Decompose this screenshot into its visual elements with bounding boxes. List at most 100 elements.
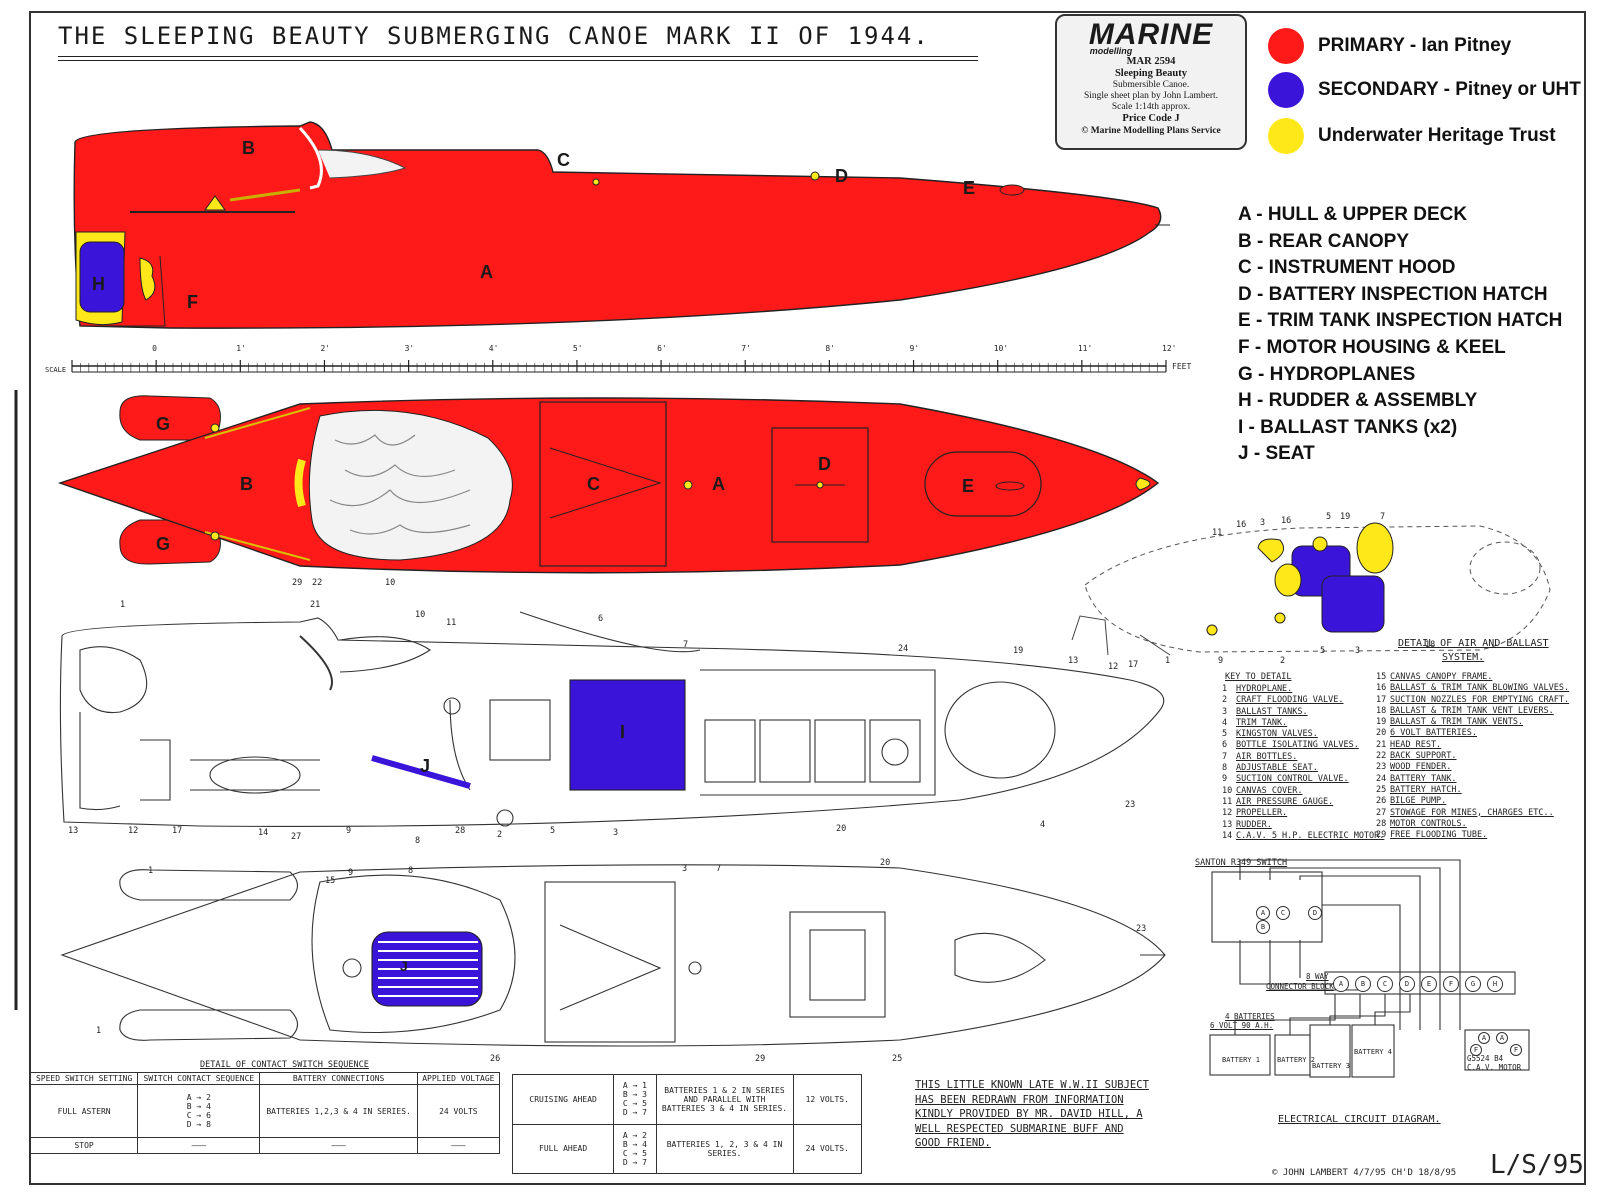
callout: 12 xyxy=(1108,662,1119,672)
scale-tick-label: 4' xyxy=(488,344,499,353)
battery-tank xyxy=(700,669,936,796)
callout: 25 xyxy=(892,1054,903,1064)
title-underline xyxy=(58,60,978,61)
callout: 11 xyxy=(1212,528,1223,538)
battery-1 xyxy=(1209,1034,1271,1076)
letter-b: B xyxy=(240,474,253,494)
scale-tick-label: 6' xyxy=(657,344,667,353)
callout: 7 xyxy=(716,864,722,874)
canvas-cover xyxy=(339,636,431,673)
circuit-wires xyxy=(1234,859,1461,1035)
callout: 12 xyxy=(128,826,139,836)
part-item: G - HYDROPLANES xyxy=(1238,363,1416,385)
circuit-terminal: D xyxy=(1308,906,1322,920)
ballast-tank-detail xyxy=(1321,575,1385,633)
circuit-terminal: H xyxy=(1487,976,1503,992)
legend-dot xyxy=(1268,28,1304,64)
circuit-terminal: C xyxy=(1276,906,1290,920)
parts-list: A - HULL & UPPER DECK B - REAR CANOPY C … xyxy=(1238,202,1562,468)
legend-secondary: SECONDARY - Pitney or UHT xyxy=(1268,70,1581,110)
plan-author: Single sheet plan by John Lambert. xyxy=(1083,91,1219,101)
callout: 17 xyxy=(172,826,183,836)
circuit-terminal: A xyxy=(1496,1032,1508,1044)
hull-phantom xyxy=(1084,525,1551,653)
switch-box xyxy=(1211,871,1323,943)
sheet-code: L/S/95 xyxy=(1490,1150,1584,1180)
vent-lever xyxy=(1312,536,1328,552)
table-cell: A → 2 B → 4 C → 5 D → 7 xyxy=(613,1123,657,1174)
callout: 28 xyxy=(455,826,466,836)
battery xyxy=(814,719,866,783)
scale-tick-label: 2' xyxy=(320,344,331,353)
air-ballast-detail xyxy=(1084,525,1551,653)
part-item: I - BALLAST TANKS (x2) xyxy=(1238,416,1458,438)
seq-item: B → 3 xyxy=(622,1090,647,1100)
letter-h: H xyxy=(92,274,105,294)
trim-hatch-fitting xyxy=(999,184,1025,196)
callout: 1 xyxy=(96,1026,102,1036)
table-cell: ——— xyxy=(137,1137,261,1154)
callout: 1 xyxy=(1165,656,1171,666)
hull-side xyxy=(73,121,1162,329)
rudder-assembly xyxy=(79,241,125,313)
callout: 19 xyxy=(1340,512,1351,522)
fitting xyxy=(204,195,226,211)
note-line: WELL RESPECTED SUBMARINE BUFF AND xyxy=(915,1122,1124,1135)
plan-scale: Scale 1:14th approx. xyxy=(1111,102,1191,112)
hatch-fitting xyxy=(810,171,820,181)
table-cell: BATTERIES 1 & 2 IN SERIES AND PARALLEL W… xyxy=(655,1074,794,1125)
note-line: HAS BEEN REDRAWN FROM INFORMATION xyxy=(915,1093,1124,1106)
callout: 26 xyxy=(490,1054,501,1064)
circuit-terminal: F xyxy=(1470,1044,1482,1056)
hydroplane-lower xyxy=(119,1009,299,1041)
callout: 3 xyxy=(613,828,619,838)
marine-modelling-label: MARINE modelling MAR 2594 Sleeping Beaut… xyxy=(1055,14,1247,150)
letter-c: C xyxy=(587,474,600,494)
bilge-pump xyxy=(881,738,909,766)
letter-c: C xyxy=(557,150,570,170)
callout: 9 xyxy=(348,868,354,878)
instrument-hood-wedge xyxy=(549,447,662,519)
callout: 6 xyxy=(598,614,604,624)
table-row: CRUISING AHEAD A → 1 B → 3 C → 5 D → 7 B… xyxy=(511,1074,862,1125)
air-ballast-parts xyxy=(1071,522,1394,656)
plan-title: THE SLEEPING BEAUTY SUBMERGING CANOE MAR… xyxy=(58,22,930,50)
plan-view-coloured xyxy=(57,395,1160,574)
brand-sub: modelling xyxy=(1089,46,1133,56)
callout: 3 xyxy=(682,864,688,874)
air-ballast-title: SYSTEM. xyxy=(1442,652,1485,663)
callout: 4 xyxy=(1040,820,1046,830)
rudder-post xyxy=(140,739,171,801)
table-cell: FULL AHEAD xyxy=(511,1123,615,1174)
callout: 22 xyxy=(312,578,323,588)
seq-item: B → 4 xyxy=(186,1102,211,1111)
plan-price: Price Code J xyxy=(1122,113,1180,124)
cover-folds xyxy=(329,434,471,535)
callout: 20 xyxy=(880,858,891,868)
letter-e: E xyxy=(962,476,975,496)
ballast-tank-side xyxy=(569,679,686,791)
callout: 21 xyxy=(310,600,321,610)
circuit-title: ELECTRICAL CIRCUIT DIAGRAM. xyxy=(1278,1114,1441,1125)
hull-plan xyxy=(57,397,1160,574)
rudder-frame xyxy=(79,712,121,811)
circuit-terminal: A xyxy=(1256,906,1270,920)
propeller-icon xyxy=(139,257,156,301)
trim-hatch xyxy=(954,932,1046,983)
callout: 14 xyxy=(258,828,269,838)
hydroplane-lower xyxy=(119,519,221,565)
callout: 5 xyxy=(1320,646,1326,656)
part-item: A - HULL & UPPER DECK xyxy=(1238,204,1468,225)
battery-4 xyxy=(1351,1024,1395,1078)
letter-b: B xyxy=(242,138,255,158)
